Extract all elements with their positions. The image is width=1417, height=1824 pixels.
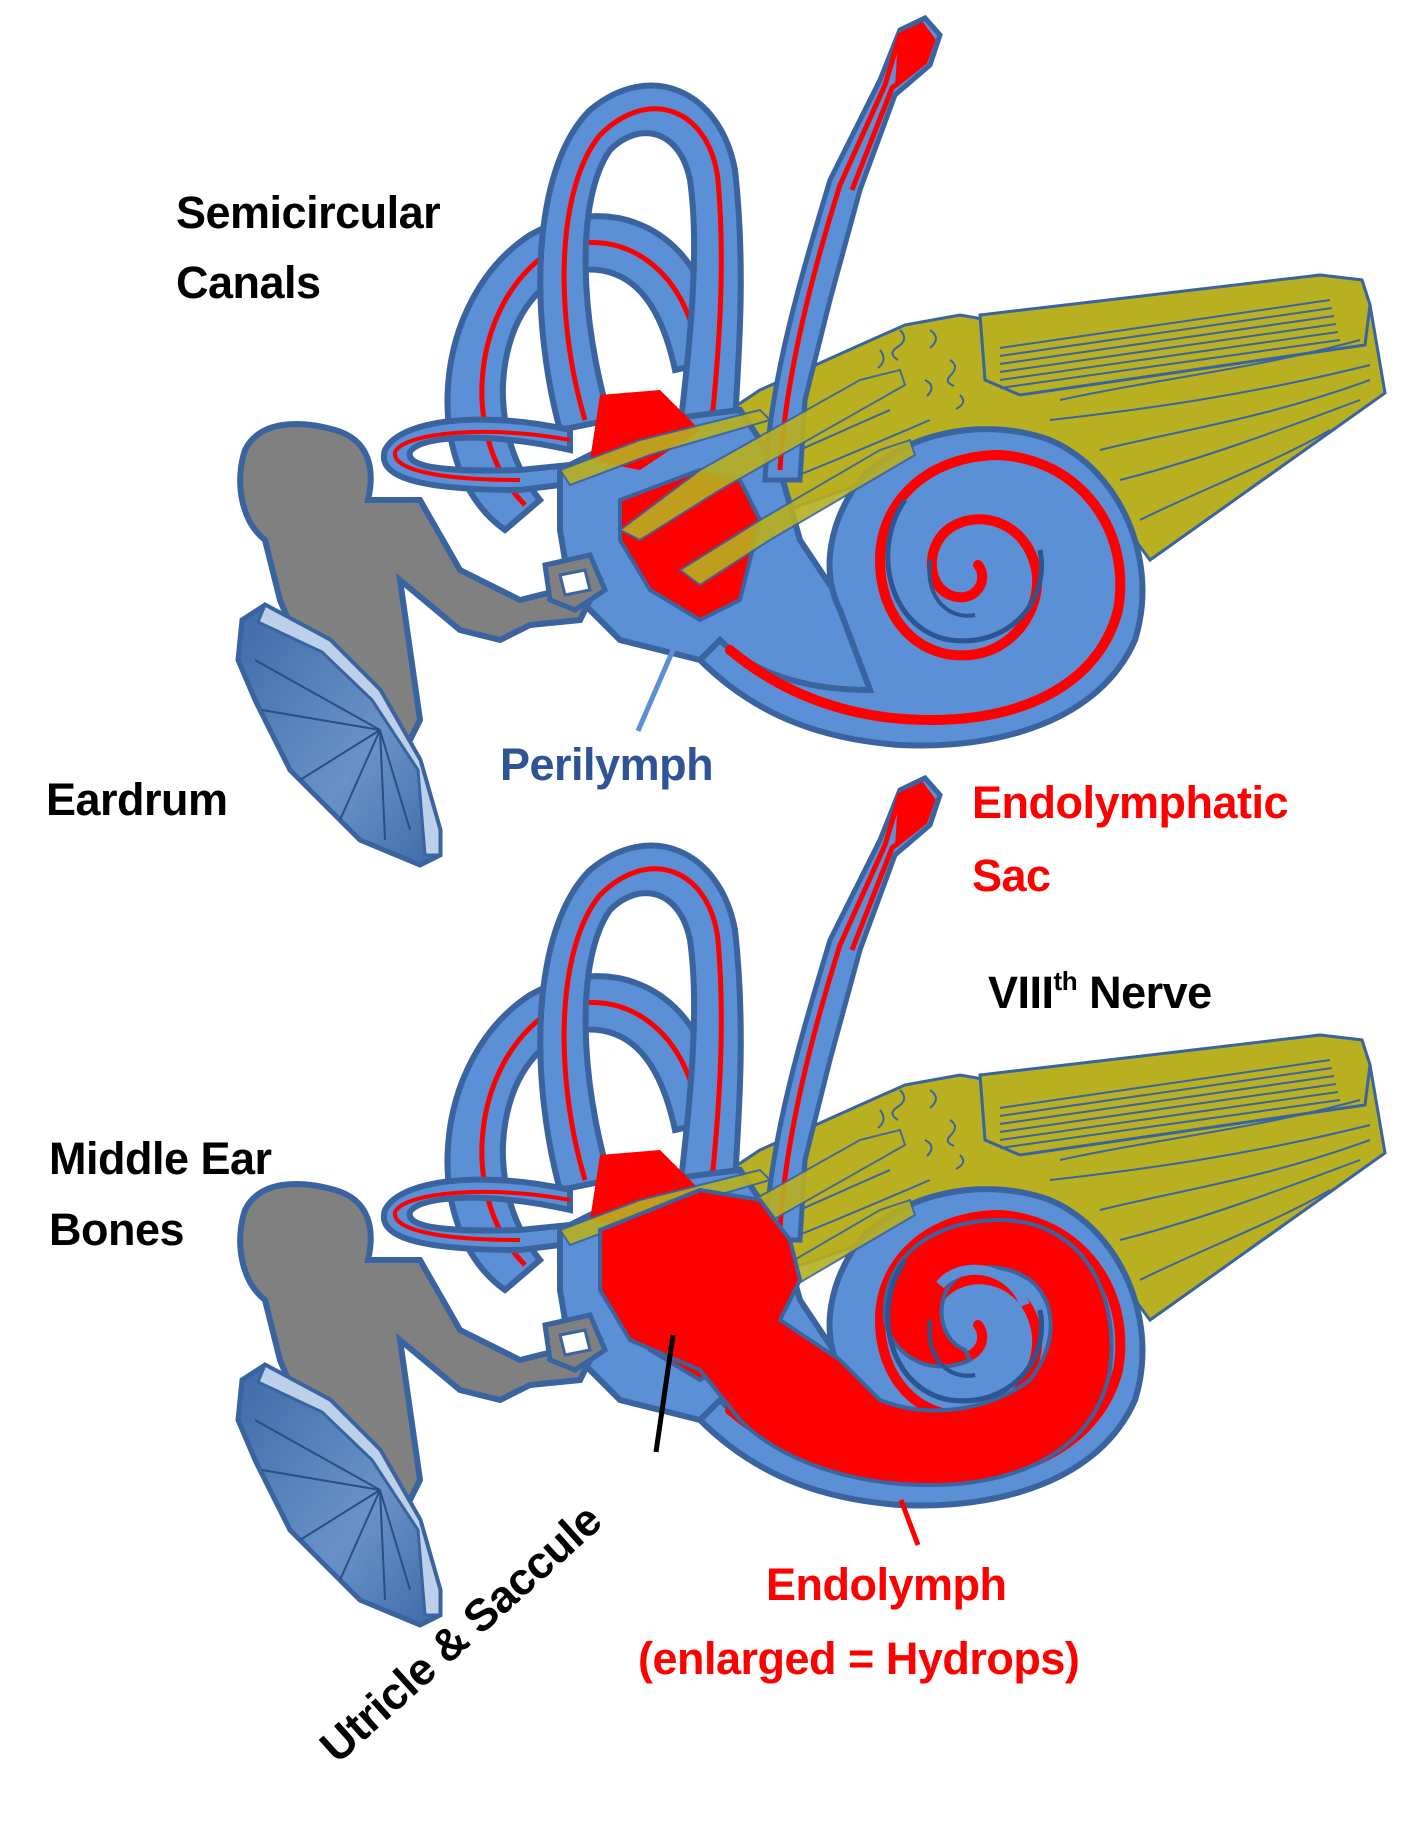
label-endolymphatic-sac-line1: Endolymphatic <box>972 777 1289 828</box>
label-perilymph: Perilymph <box>500 739 714 790</box>
label-viii-nerve-sup: th <box>1053 966 1078 996</box>
label-viii-nerve-suffix: Nerve <box>1077 967 1212 1018</box>
label-viii-nerve: VIIIth Nerve <box>988 967 1212 1018</box>
hydrops-endolymph <box>598 1187 1114 1488</box>
perilymph-pointer <box>635 649 676 732</box>
label-viii-nerve-prefix: VIII <box>988 967 1054 1018</box>
label-endolymphatic-sac-line2: Sac <box>972 850 1051 901</box>
label-endolymph-line1: Endolymph <box>766 1559 1007 1610</box>
utricle-saccule-pointer <box>653 1334 676 1453</box>
label-semicircular-canals-line2: Canals <box>176 257 321 308</box>
label-middle-ear-bones-line1: Middle Ear <box>49 1133 272 1184</box>
endolymph-pointer <box>898 1499 921 1546</box>
label-middle-ear-bones-line2: Bones <box>49 1204 185 1255</box>
label-eardrum: Eardrum <box>46 774 228 825</box>
label-endolymph-line2: (enlarged = Hydrops) <box>638 1633 1080 1684</box>
label-semicircular-canals-line1: Semicircular <box>176 187 441 238</box>
panel-normal <box>238 18 1385 865</box>
panel-hydrops <box>238 778 1385 1625</box>
